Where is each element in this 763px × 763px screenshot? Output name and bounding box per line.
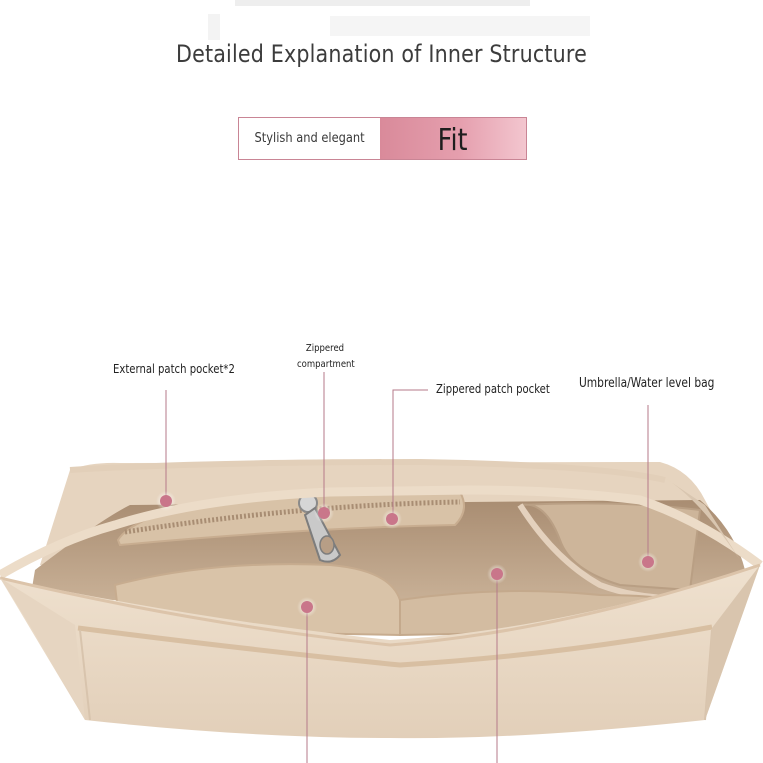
label-zippered-compartment: Zippered compartment [296, 343, 355, 370]
faded-heading-decoration [208, 0, 590, 40]
marker-dot [156, 491, 176, 511]
marker-dots [156, 491, 658, 617]
marker-dot [487, 564, 507, 584]
marker-dot [382, 509, 402, 529]
front-wall [0, 565, 760, 739]
feature-tag: Stylish and elegant Fit [238, 117, 527, 160]
leader-lines [165, 372, 649, 763]
external-pocket-seam [77, 624, 713, 668]
marker-dot [638, 552, 658, 572]
page-title: Detailed Explanation of Inner Structure [176, 40, 587, 68]
marker-dot [314, 503, 334, 523]
label-external-patch-pocket: External patch pocket*2 [113, 362, 235, 376]
zipper-pull [298, 493, 342, 563]
tag-left-label: Stylish and elegant [239, 118, 380, 159]
tag-right-label: Fit [380, 118, 526, 159]
label-zippered-patch-pocket: Zippered patch pocket [436, 382, 550, 396]
marker-dot [297, 597, 317, 617]
label-umbrella-bag: Umbrella/Water level bag [579, 376, 715, 391]
